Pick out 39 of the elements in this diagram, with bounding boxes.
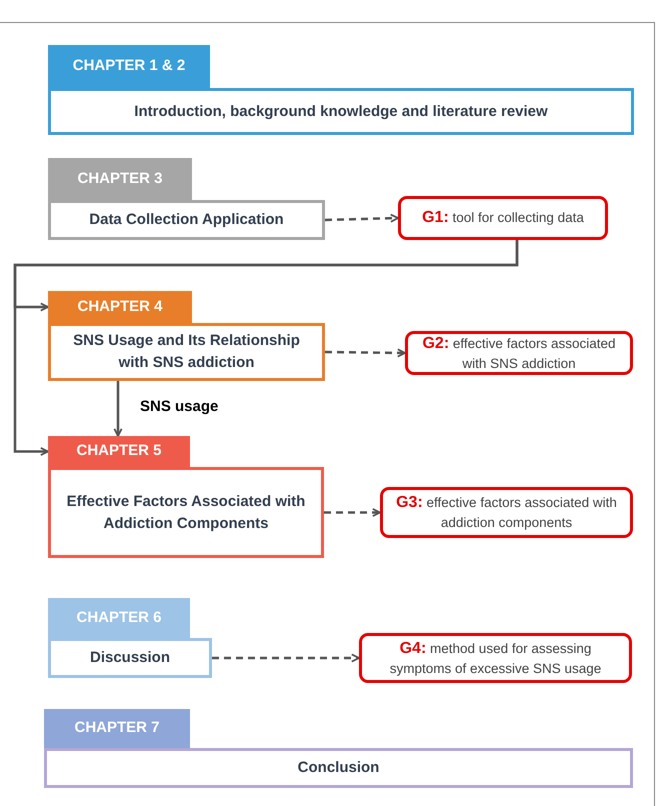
chapter-title: Discussion	[90, 648, 170, 668]
chapter-tab	[48, 158, 192, 200]
chapter-label: CHAPTER 4	[77, 296, 162, 317]
chapter-title: Effective Factors Associated with Addiction Components	[66, 492, 306, 534]
chapter-tab	[44, 709, 190, 748]
chapter-label: CHAPTER 3	[77, 168, 162, 189]
chapter-title: SNS Usage and Its Relationship with SNS addiction	[72, 331, 301, 373]
chapter-label: CHAPTER 7	[74, 718, 160, 738]
arrow	[14, 240, 518, 456]
chapter-title: Conclusion	[298, 758, 380, 778]
arrow	[114, 381, 122, 437]
goal-box	[359, 633, 632, 683]
arrow	[324, 508, 381, 517]
chapter-tab	[48, 45, 210, 88]
goal-text: G1: tool for collecting data	[422, 208, 584, 228]
chapter-tab	[48, 598, 190, 638]
goal-box	[398, 196, 608, 240]
arrow	[324, 348, 406, 358]
chapter-box	[48, 467, 324, 558]
goal-text: G4: method used for assessing symptoms of excessive SNS usage	[388, 638, 602, 678]
chapter-label: CHAPTER 5	[76, 441, 162, 462]
chapter-box	[48, 323, 325, 381]
chapter-box	[44, 748, 633, 788]
goal-text: G3: effective factors associated with addiction components	[395, 493, 618, 532]
chapter-title: Data Collection Application	[89, 210, 284, 230]
chapter-title: Introduction, background knowledge and literature review	[134, 102, 548, 122]
goal-text: G2: effective factors associated with SNS addiction	[421, 334, 616, 372]
chapter-label: CHAPTER 1 & 2	[72, 56, 186, 76]
edge-label: SNS usage	[138, 398, 220, 417]
chapter-box	[48, 638, 212, 678]
arrow	[212, 654, 360, 662]
goal-box	[380, 487, 633, 538]
arrow	[324, 214, 399, 223]
chapter-box	[48, 200, 325, 240]
goal-box	[405, 331, 633, 375]
chapter-label: CHAPTER 6	[76, 608, 162, 628]
chapter-tab	[48, 291, 192, 323]
chapter-box	[48, 88, 634, 135]
chapter-tab	[48, 436, 190, 467]
